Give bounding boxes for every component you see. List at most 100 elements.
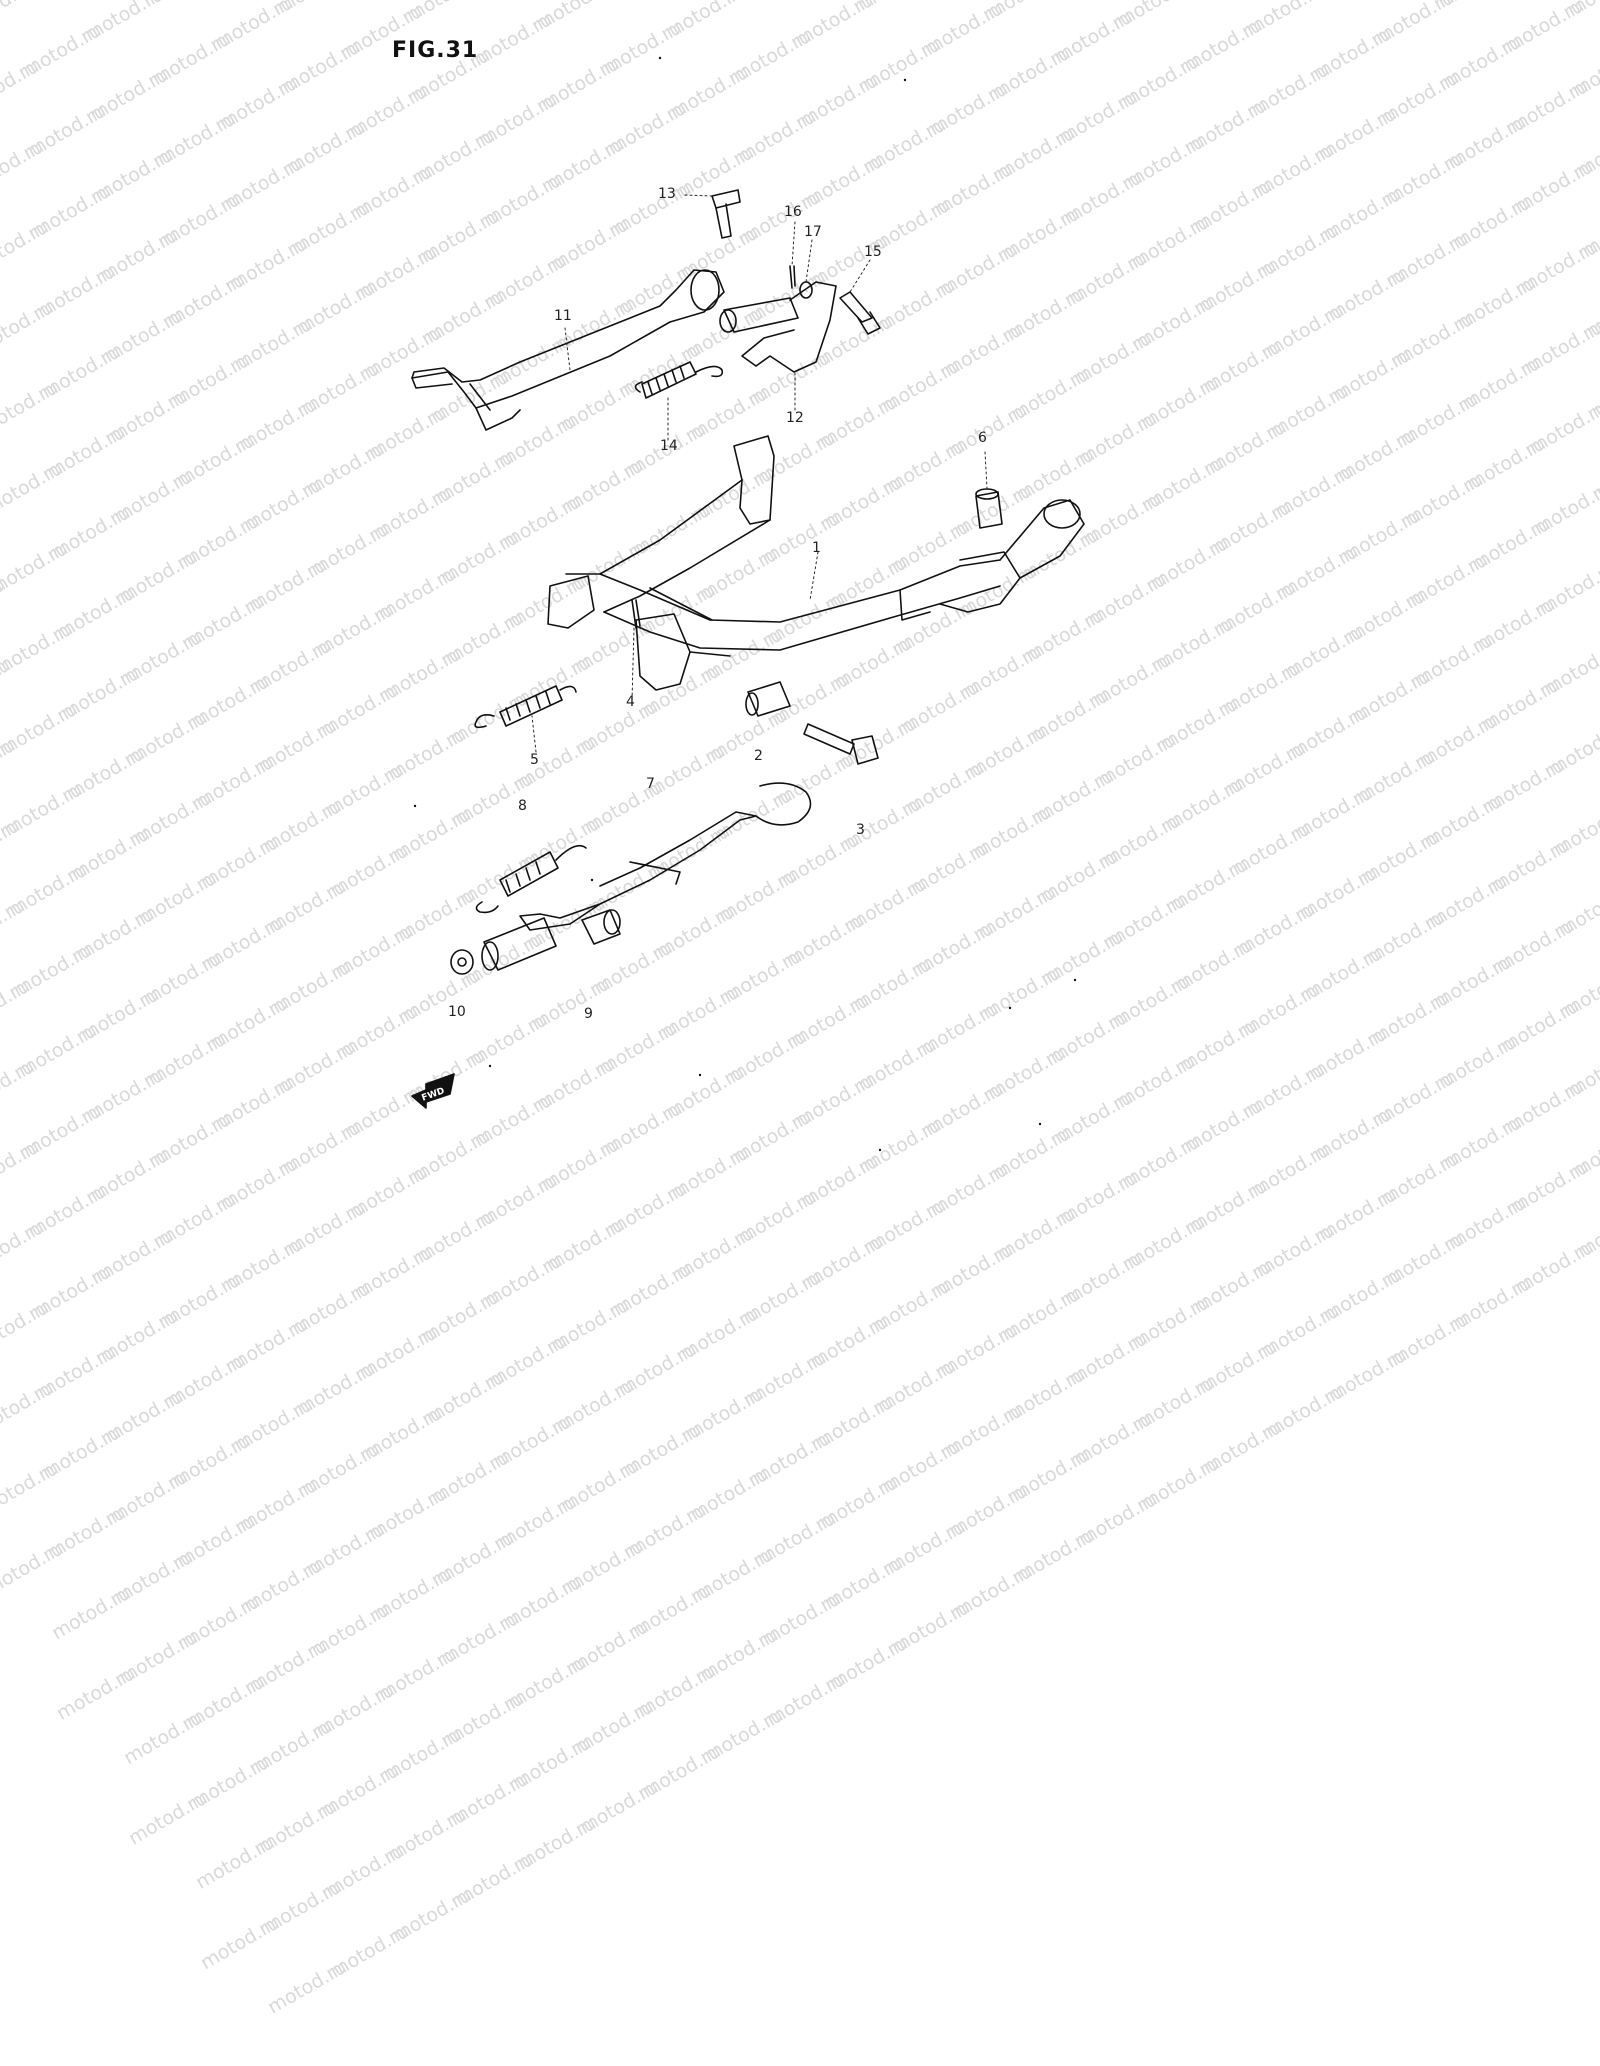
watermark-text: motod.ru bbox=[388, 1883, 476, 1947]
watermark-text: motod.ru bbox=[489, 1410, 576, 1473]
callout-6: 6 bbox=[978, 430, 987, 446]
watermark-text: motod.ru bbox=[743, 1346, 830, 1410]
watermark-text: motod.ru bbox=[815, 1471, 902, 1534]
watermark-text: motod.ru bbox=[1002, 1363, 1090, 1426]
watermark-text: motod.ru bbox=[187, 1750, 274, 1814]
watermark-text: motod.ru bbox=[263, 1955, 351, 2019]
callout-16: 16 bbox=[784, 204, 802, 220]
watermark-text: motod.ru bbox=[690, 1543, 778, 1606]
watermark-text: motod.ru bbox=[350, 1241, 437, 1304]
watermark-text: motod.ru bbox=[1122, 1210, 1209, 1274]
watermark-text: motod.ru bbox=[1064, 1327, 1152, 1390]
callout-1: 1 bbox=[812, 540, 821, 556]
watermark-text: motod.ru bbox=[316, 1759, 404, 1822]
watermark-text: motod.ru bbox=[297, 1437, 384, 1501]
watermark-text: motod.ru bbox=[1386, 1307, 1473, 1371]
watermark-text: motod.ru bbox=[618, 1418, 706, 1482]
part-15-bolt bbox=[839, 291, 881, 335]
watermark-text: motod.ru bbox=[239, 1554, 327, 1617]
watermark-text: motod.ru bbox=[91, 1224, 178, 1288]
watermark-text: motod.ru bbox=[249, 1714, 336, 1778]
watermark-text: motod.ru bbox=[1573, 1199, 1600, 1263]
watermark-text: motod.ru bbox=[417, 1285, 504, 1349]
watermark-text: motod.ru bbox=[172, 1509, 260, 1573]
watermark-text: motod.ru bbox=[930, 1238, 1018, 1302]
watermark-text: motod.ru bbox=[863, 1194, 950, 1257]
watermark-text: motod.ru bbox=[1189, 1255, 1277, 1318]
watermark-text: motod.ru bbox=[503, 1651, 591, 1714]
watermark-text: motod.ru bbox=[1069, 1407, 1157, 1471]
watermark-text: motod.ru bbox=[1381, 1227, 1468, 1291]
watermark-text: motod.ru bbox=[451, 1847, 538, 1911]
watermark-text: motod.ru bbox=[609, 1257, 696, 1321]
watermark-text: motod.ru bbox=[0, 1537, 68, 1601]
watermark-text: motod.ru bbox=[244, 1634, 332, 1698]
watermark-text: motod.ru bbox=[551, 1374, 639, 1437]
watermark-text: motod.ru bbox=[997, 1282, 1085, 1346]
watermark-text: motod.ru bbox=[47, 1581, 135, 1645]
watermark-text: motod.ru bbox=[110, 1545, 197, 1609]
watermark-text: motod.ru bbox=[1443, 1191, 1531, 1255]
watermark-text: motod.ru bbox=[882, 1515, 970, 1579]
watermark-text: motod.ru bbox=[364, 1482, 452, 1545]
watermark-text: motod.ru bbox=[561, 1534, 648, 1598]
watermark-text: motod.ru bbox=[695, 1623, 783, 1687]
callout-13: 13 bbox=[658, 186, 676, 202]
part-3-side-stand bbox=[519, 782, 812, 931]
callout-17: 17 bbox=[804, 224, 822, 240]
watermark-text: motod.ru bbox=[1132, 1371, 1219, 1435]
watermark-text: motod.ru bbox=[633, 1659, 720, 1723]
watermark-text: motod.ru bbox=[494, 1490, 581, 1554]
watermark-text: motod.ru bbox=[412, 1205, 499, 1268]
part-4-pin bbox=[631, 599, 641, 629]
watermark-text: motod.ru bbox=[868, 1274, 955, 1338]
watermark-text: motod.ru bbox=[738, 1266, 826, 1329]
watermark-text: motod.ru bbox=[575, 1775, 663, 1839]
watermark-text: motod.ru bbox=[0, 1216, 48, 1279]
watermark-text: motod.ru bbox=[158, 1268, 245, 1332]
watermark-text: motod.ru bbox=[1323, 1343, 1411, 1407]
watermark-text: motod.ru bbox=[220, 1232, 308, 1296]
watermark-text: motod.ru bbox=[1319, 1263, 1406, 1327]
watermark-text: motod.ru bbox=[566, 1615, 653, 1678]
watermark-text: motod.ru bbox=[0, 1376, 58, 1440]
part-11-brake-pedal bbox=[411, 269, 725, 431]
part-8-side-stand-spring bbox=[475, 844, 587, 914]
part-10-nut bbox=[450, 949, 474, 975]
watermark-text: motod.ru bbox=[163, 1349, 250, 1412]
watermark-text: motod.ru bbox=[623, 1498, 711, 1562]
watermark-text: motod.ru bbox=[259, 1875, 346, 1939]
watermark-text: motod.ru bbox=[321, 1839, 408, 1903]
watermark-text: motod.ru bbox=[1261, 1379, 1349, 1443]
callout-15: 15 bbox=[864, 244, 882, 260]
part-9-sleeve bbox=[581, 909, 621, 945]
watermark-text: motod.ru bbox=[940, 1399, 1027, 1462]
watermark-text: motod.ru bbox=[541, 1213, 629, 1277]
watermark-text: motod.ru bbox=[292, 1357, 380, 1421]
callout-8: 8 bbox=[518, 798, 527, 814]
leader-lines bbox=[531, 194, 988, 753]
watermark-text: motod.ru bbox=[254, 1795, 341, 1858]
watermark-text: motod.ru bbox=[556, 1454, 643, 1518]
watermark-text: motod.ru bbox=[825, 1631, 912, 1695]
watermark-text: motod.ru bbox=[446, 1767, 533, 1831]
watermark-text: motod.ru bbox=[307, 1598, 394, 1662]
watermark-text: motod.ru bbox=[685, 1462, 773, 1526]
watermark-text: motod.ru bbox=[1511, 1235, 1598, 1299]
part-1-center-stand bbox=[547, 435, 1085, 691]
watermark-text: motod.ru bbox=[230, 1393, 317, 1457]
watermark-text: motod.ru bbox=[1251, 1219, 1339, 1282]
watermark-text: motod.ru bbox=[484, 1329, 571, 1393]
callout-10: 10 bbox=[448, 1004, 466, 1020]
watermark-text: motod.ru bbox=[748, 1426, 835, 1490]
watermark-text: motod.ru bbox=[311, 1678, 399, 1742]
forward-direction-arrow-icon bbox=[411, 1073, 455, 1109]
watermark-text: motod.ru bbox=[1136, 1451, 1224, 1515]
watermark-text: motod.ru bbox=[873, 1354, 960, 1418]
watermark-text: motod.ru bbox=[426, 1446, 514, 1509]
watermark-text: motod.ru bbox=[225, 1313, 312, 1376]
watermark-text: motod.ru bbox=[374, 1642, 461, 1706]
watermark-text: motod.ru bbox=[498, 1570, 586, 1634]
part-14-return-spring bbox=[634, 361, 724, 399]
